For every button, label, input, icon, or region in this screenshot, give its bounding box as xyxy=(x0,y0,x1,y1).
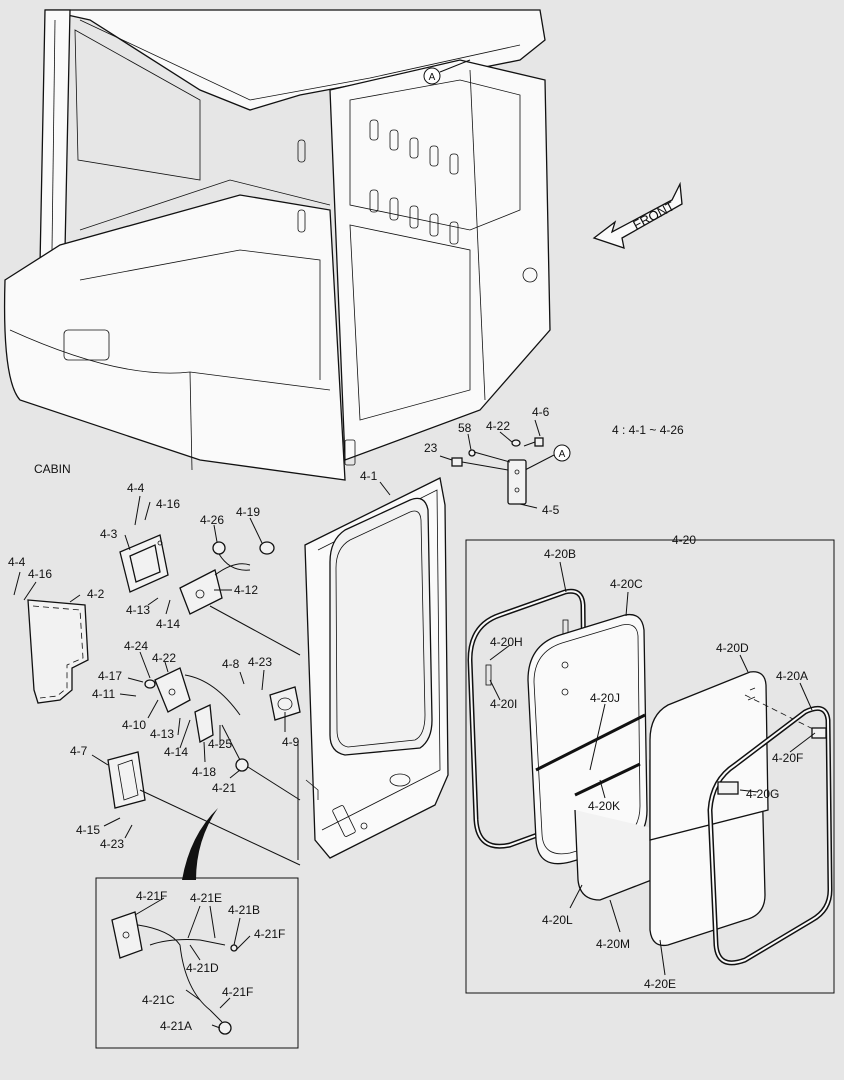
label-4-20I: 4-20I xyxy=(490,697,517,711)
label-4-24: 4-24 xyxy=(124,639,148,653)
range-note: 4 : 4-1 ~ 4-26 xyxy=(612,423,684,437)
cabin-door xyxy=(304,477,449,859)
label-4-20A: 4-20A xyxy=(776,669,808,683)
panel-4-2 xyxy=(27,599,89,704)
bracket-4-3 xyxy=(119,534,169,593)
part-labels: 4-1 4-2 4-3 4-4 4-4 4-5 4-6 4-7 4-8 4-9 … xyxy=(8,405,808,1033)
front-direction-arrow: FRONT xyxy=(592,181,683,249)
label-4-20F: 4-20F xyxy=(772,751,803,765)
label-4-26: 4-26 xyxy=(200,513,224,527)
label-4-20B: 4-20B xyxy=(544,547,576,561)
label-4-20L: 4-20L xyxy=(542,913,573,927)
label-4-8: 4-8 xyxy=(222,657,240,671)
label-4-1: 4-1 xyxy=(360,469,378,483)
label-23: 23 xyxy=(424,441,438,455)
label-4-12: 4-12 xyxy=(234,583,258,597)
hinge-assembly xyxy=(451,437,544,505)
label-4-20K: 4-20K xyxy=(588,799,620,813)
label-4-20M: 4-20M xyxy=(596,937,630,951)
leader-lines xyxy=(13,419,816,1029)
glass-4-20C xyxy=(527,613,648,865)
ref-mark-hinge: A xyxy=(524,444,571,471)
label-4-21F-right: 4-21F xyxy=(254,927,285,941)
label-4-4-left: 4-4 xyxy=(8,555,26,569)
glass-4-20D xyxy=(649,671,816,841)
svg-text:A: A xyxy=(559,449,566,460)
label-4-10: 4-10 xyxy=(122,718,146,732)
label-4-20E: 4-20E xyxy=(644,977,676,991)
label-4-20J: 4-20J xyxy=(590,691,620,705)
label-4-21B: 4-21B xyxy=(228,903,260,917)
label-4-5: 4-5 xyxy=(542,503,560,517)
label-4-7: 4-7 xyxy=(70,744,88,758)
label-4-3: 4-3 xyxy=(100,527,118,541)
label-4-16-left: 4-16 xyxy=(28,567,52,581)
label-4-21C: 4-21C xyxy=(142,993,175,1007)
label-4-20H: 4-20H xyxy=(490,635,523,649)
label-4-22-top: 4-22 xyxy=(486,419,510,433)
label-4-21D: 4-21D xyxy=(186,961,219,975)
handle-4-7 xyxy=(107,751,301,866)
label-4-22-left: 4-22 xyxy=(152,651,176,665)
label-4-9: 4-9 xyxy=(282,735,300,749)
label-58: 58 xyxy=(458,421,472,435)
detail-box-4-21 xyxy=(95,877,299,1049)
label-4-16-top: 4-16 xyxy=(156,497,180,511)
label-4-25: 4-25 xyxy=(208,737,232,751)
label-4-14-top: 4-14 xyxy=(156,617,180,631)
label-4-17: 4-17 xyxy=(98,669,122,683)
svg-text:A: A xyxy=(429,72,436,83)
handle-4-9 xyxy=(269,686,301,721)
frame-4-20A xyxy=(707,705,833,966)
ref-mark-top: A xyxy=(423,59,471,85)
front-label: FRONT xyxy=(630,198,677,232)
cabin-label: CABIN xyxy=(34,462,71,476)
label-4-23-bottom: 4-23 xyxy=(100,837,124,851)
label-4-19: 4-19 xyxy=(236,505,260,519)
door-lock-4-12 xyxy=(179,541,275,615)
label-4-20G: 4-20G xyxy=(746,787,779,801)
cabin-frame xyxy=(3,9,551,481)
label-4-21F-bottom: 4-21F xyxy=(222,985,253,999)
label-4-21: 4-21 xyxy=(212,781,236,795)
label-4-20: 4-20 xyxy=(672,533,696,547)
label-4-2: 4-2 xyxy=(87,587,105,601)
label-4-11: 4-11 xyxy=(92,687,115,701)
glass-kit-box xyxy=(465,539,835,994)
latch-4-10 xyxy=(144,667,249,772)
label-4-14-bottom: 4-14 xyxy=(164,745,188,759)
label-4-4-top: 4-4 xyxy=(127,481,145,495)
detail-callout-arc xyxy=(182,808,218,880)
label-4-20C: 4-20C xyxy=(610,577,643,591)
label-4-23-mid: 4-23 xyxy=(248,655,272,669)
label-4-18: 4-18 xyxy=(192,765,216,779)
label-4-20D: 4-20D xyxy=(716,641,749,655)
label-4-13-bottom: 4-13 xyxy=(150,727,174,741)
label-4-21A: 4-21A xyxy=(160,1019,192,1033)
label-4-15: 4-15 xyxy=(76,823,100,837)
label-4-21E: 4-21E xyxy=(190,891,222,905)
label-4-21F-top: 4-21F xyxy=(136,889,167,903)
label-4-6: 4-6 xyxy=(532,405,550,419)
label-4-13-top: 4-13 xyxy=(126,603,150,617)
